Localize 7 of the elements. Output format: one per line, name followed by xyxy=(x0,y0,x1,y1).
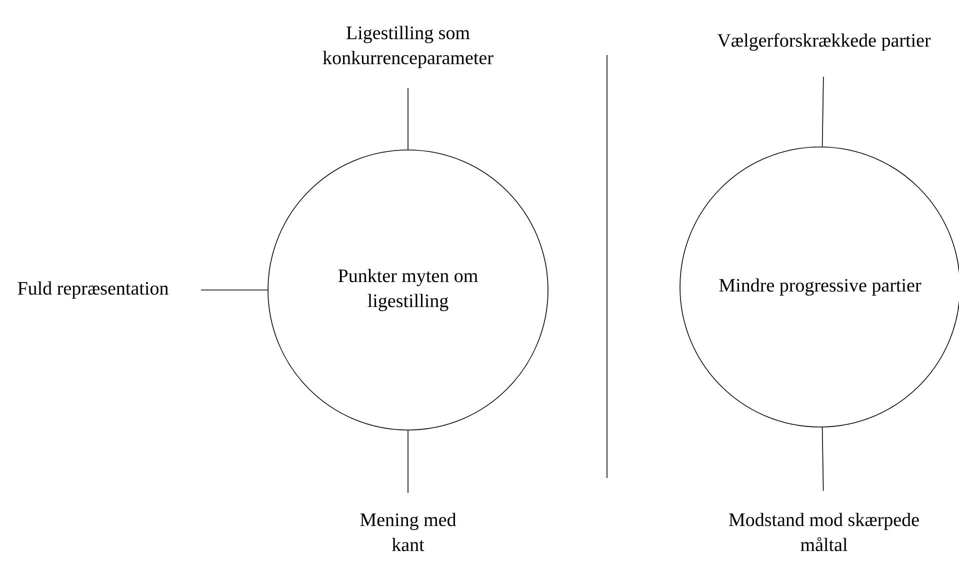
text-label: Fuld repræsentation xyxy=(18,281,168,299)
connector-line xyxy=(822,76,824,148)
text-label: Vælgerforskrækkede partier xyxy=(717,33,931,51)
text-label: Ligestilling som konkurrenceparameter xyxy=(322,26,494,68)
text-label: Modstand mod skærpede måltal xyxy=(729,512,919,552)
text-label: Mening med kant xyxy=(360,512,456,552)
connector-line xyxy=(822,426,824,492)
